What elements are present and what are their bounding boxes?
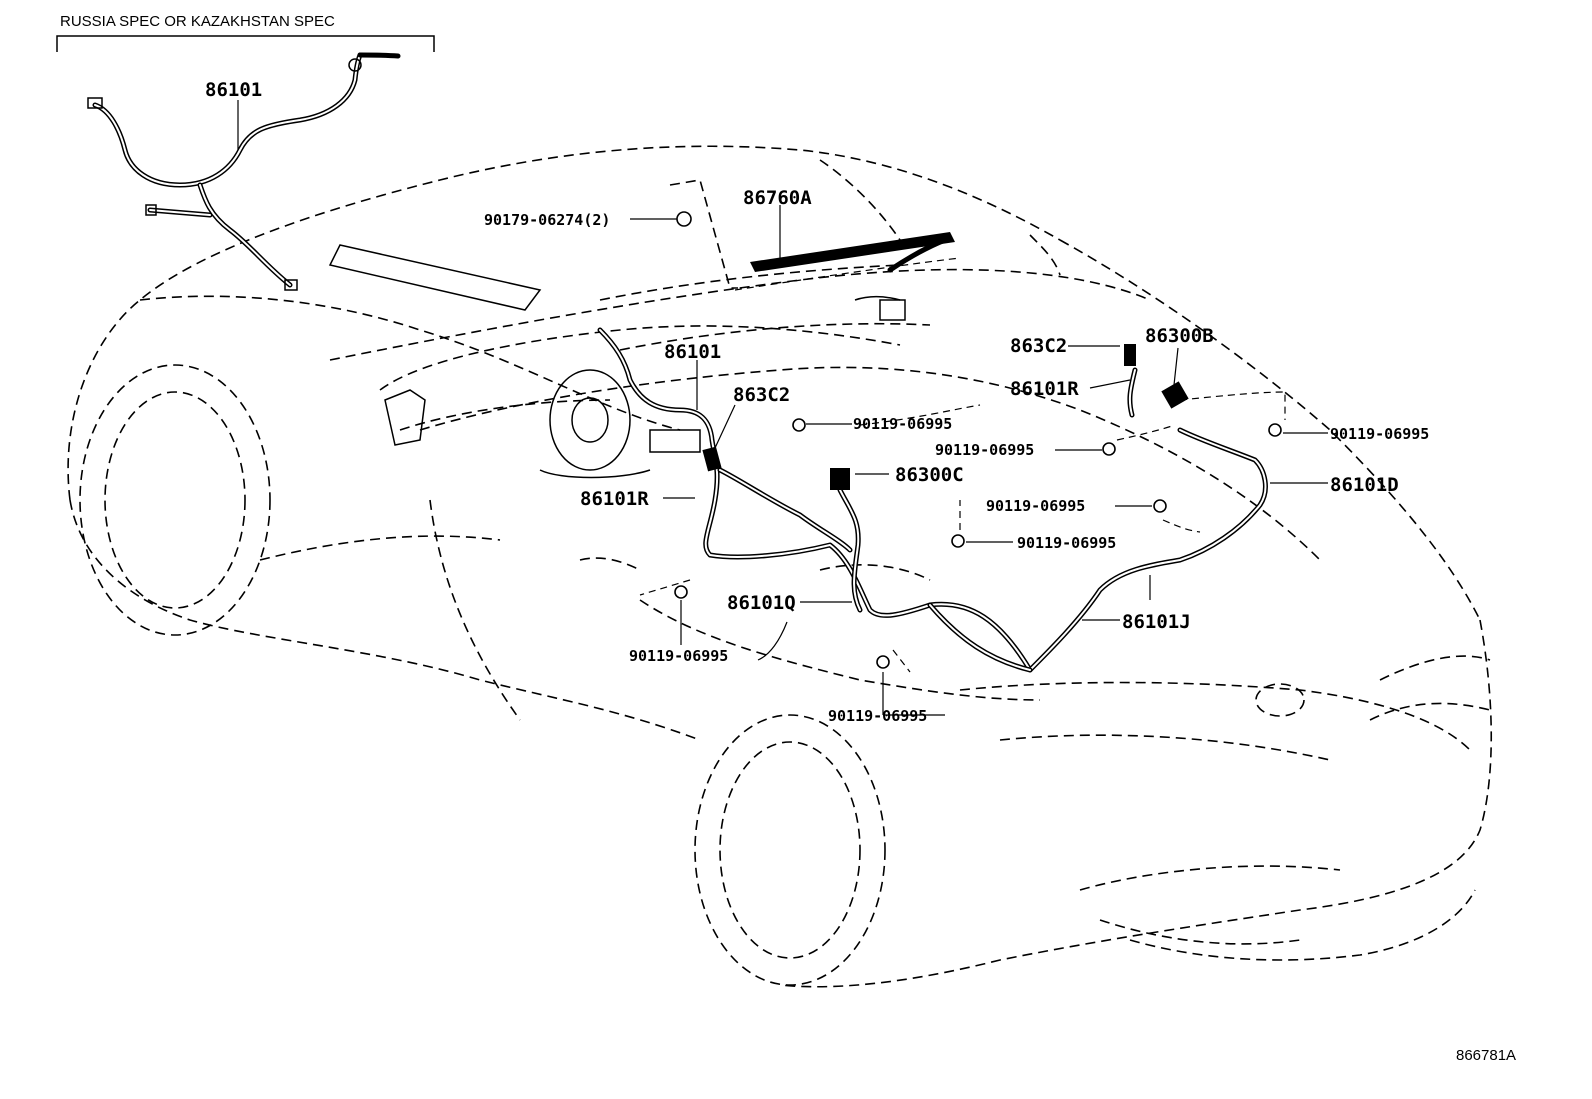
callout-bolt-4: 90119-06995 xyxy=(986,497,1085,515)
figure-id: 866781A xyxy=(1456,1047,1516,1064)
interior-outline xyxy=(328,244,931,581)
antenna-86760a xyxy=(669,179,961,291)
car-body-outline xyxy=(67,145,1492,988)
callout-86101j: 86101J xyxy=(1122,611,1191,633)
callout-harness-main: 86101 xyxy=(664,341,721,363)
callout-antenna: 86760A xyxy=(743,187,812,209)
callout-86101r-left: 86101R xyxy=(580,488,649,510)
callout-86101r-right: 86101R xyxy=(1010,378,1079,400)
spec-bracket: RUSSIA SPEC OR KAZAKHSTAN SPEC xyxy=(56,13,435,52)
callout-863c2-left: 863C2 xyxy=(733,384,790,406)
bolt-marks xyxy=(674,211,1282,669)
callouts: 86101 90179-06274(2) 86760A 86101 863C2 … xyxy=(205,79,1429,725)
callout-86101q: 86101Q xyxy=(727,592,796,614)
callout-863c2-right: 863C2 xyxy=(1010,335,1067,357)
callout-bolt-6: 90119-06995 xyxy=(629,647,728,665)
callout-bolt-2: 90119-06995 xyxy=(1330,425,1429,443)
callout-86101d: 86101D xyxy=(1330,474,1399,496)
callout-86300b: 86300B xyxy=(1145,325,1214,347)
rear-wheel xyxy=(694,714,886,986)
callout-bolt-3: 90119-06995 xyxy=(935,441,1034,459)
callout-harness-russia: 86101 xyxy=(205,79,262,101)
leader-lines xyxy=(237,100,1328,716)
callout-86300c: 86300C xyxy=(895,464,964,486)
front-wheel xyxy=(79,364,271,636)
callout-bolt-1: 90119-06995 xyxy=(853,415,952,433)
spec-note: RUSSIA SPEC OR KAZAKHSTAN SPEC xyxy=(60,13,335,30)
callout-bolt-5: 90119-06995 xyxy=(1017,534,1116,552)
callout-nut: 90179-06274(2) xyxy=(484,211,610,229)
callout-bolt-7: 90119-06995 xyxy=(828,707,927,725)
harness-main xyxy=(597,327,1268,673)
harness-russia-spec xyxy=(87,52,401,291)
